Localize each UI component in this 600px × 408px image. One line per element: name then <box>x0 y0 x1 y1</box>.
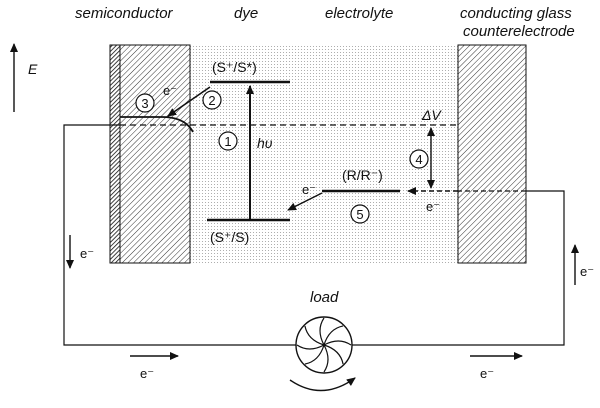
header-electrolyte: electrolyte <box>325 5 393 22</box>
svg-text:3: 3 <box>141 96 148 111</box>
svg-text:4: 4 <box>415 152 422 167</box>
step-1: 1 <box>218 131 238 151</box>
header-dye: dye <box>234 5 258 22</box>
regeneration-electron-label: e⁻ <box>302 182 316 197</box>
svg-text:1: 1 <box>224 134 231 149</box>
injected-electron-label: e⁻ <box>163 83 177 98</box>
ground-state-label: (S⁺/S) <box>210 229 249 245</box>
load-rotation-arrow <box>289 377 356 392</box>
injection-arrow <box>167 86 211 117</box>
photon-label: hυ <box>257 135 273 151</box>
conduction-band-edge <box>120 116 194 133</box>
step-5: 5 <box>350 204 370 224</box>
external-circuit-left <box>63 124 296 346</box>
header-counter-line1: conducting glass <box>460 5 572 22</box>
svg-text:5: 5 <box>356 207 363 222</box>
external-circuit-right <box>352 190 565 346</box>
step-2: 2 <box>202 90 222 110</box>
regeneration-arrow <box>287 192 323 211</box>
counter-electrode-block <box>457 44 527 264</box>
svg-text:2: 2 <box>208 93 215 108</box>
step-3: 3 <box>135 93 155 113</box>
counter-electron-label: e⁻ <box>426 199 440 214</box>
right-electron-label: e⁻ <box>580 264 594 279</box>
redox-label: (R/R⁻) <box>342 167 383 183</box>
load-fan-icon <box>295 316 353 374</box>
header-counter-line2: counterelectrode <box>463 23 575 40</box>
semiconductor-block <box>119 44 191 264</box>
header-semiconductor: semiconductor <box>75 5 174 22</box>
bottom-right-electron-label: e⁻ <box>480 366 494 381</box>
excited-state-label: (S⁺/S*) <box>212 59 257 75</box>
semiconductor-substrate-layer <box>109 44 121 264</box>
energy-axis-label: E <box>28 61 38 77</box>
step-4: 4 <box>409 149 429 169</box>
left-electron-label: e⁻ <box>80 246 94 261</box>
delta-v-label: ΔV <box>421 107 442 123</box>
load-label: load <box>310 289 339 306</box>
bottom-left-electron-label: e⁻ <box>140 366 154 381</box>
